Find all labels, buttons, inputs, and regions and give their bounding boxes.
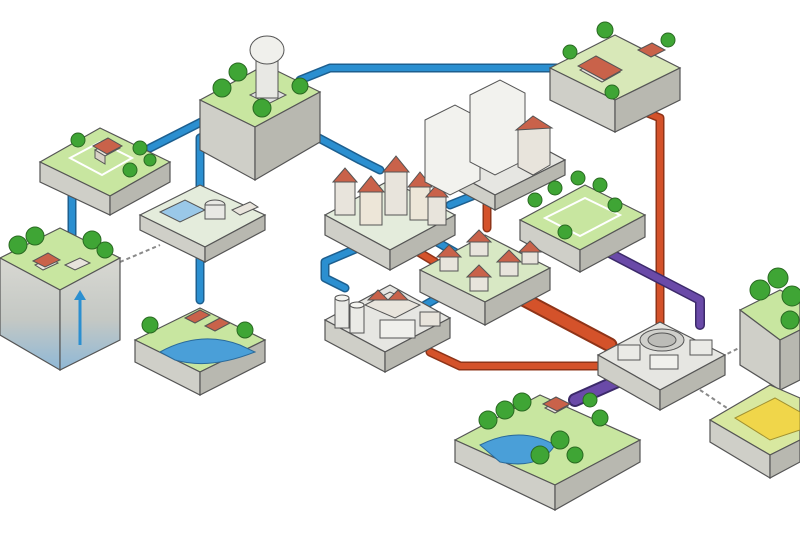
tile-forest-edge	[738, 267, 800, 392]
forest-icon	[749, 267, 800, 330]
tile-lake-forest	[453, 392, 642, 512]
house-icon	[183, 309, 232, 332]
tile-water-treatment-plant	[138, 184, 267, 263]
tree-icon	[212, 62, 309, 118]
river-icon	[158, 338, 257, 365]
tree-icon	[478, 392, 609, 465]
dashed-connectors	[119, 244, 746, 411]
connector-well-treatment	[119, 244, 161, 263]
tile-house-garden	[38, 127, 172, 217]
house-icon	[31, 252, 92, 271]
house-icon	[91, 137, 124, 165]
crop-field-icon	[733, 397, 800, 441]
pipe-field-to-sewage	[595, 243, 705, 330]
tree-icon	[562, 21, 676, 100]
pipe-town-to-industry	[320, 240, 370, 293]
tree-icon	[70, 132, 157, 178]
tree-icon	[527, 170, 623, 240]
tile-old-town	[323, 155, 457, 272]
tile-river-intake	[133, 307, 267, 396]
factory-icon	[334, 289, 441, 339]
water-tower-icon	[248, 35, 288, 105]
tile-groundwater-well	[0, 226, 122, 372]
sewage-plant-icon	[617, 328, 713, 370]
tile-agricultural-field	[708, 384, 800, 480]
tree-icon	[141, 316, 254, 339]
town-icon	[331, 155, 450, 226]
pipe-industry-to-sewage	[425, 347, 605, 371]
pipe-tower-to-farm	[295, 63, 565, 85]
houses-icon	[435, 229, 543, 292]
well-icon	[74, 290, 86, 345]
tile-sports-field	[518, 170, 647, 274]
tile-industry	[323, 284, 452, 373]
tile-apartment-blocks	[424, 79, 567, 212]
connector-sewage-forest	[714, 344, 746, 361]
pipe-houses-to-sewage	[517, 292, 618, 353]
connector-sewage-field	[699, 389, 731, 411]
apartment-icon	[424, 79, 554, 196]
farm-icon	[576, 42, 667, 83]
tree-icon	[8, 226, 114, 259]
tile-farmhouse	[548, 21, 682, 133]
tile-water-tower	[198, 35, 322, 182]
treatment-plant-icon	[158, 199, 260, 223]
tile-residential-houses	[418, 229, 552, 327]
house-icon	[541, 396, 572, 414]
tile-wastewater-treatment-plant	[596, 321, 727, 412]
